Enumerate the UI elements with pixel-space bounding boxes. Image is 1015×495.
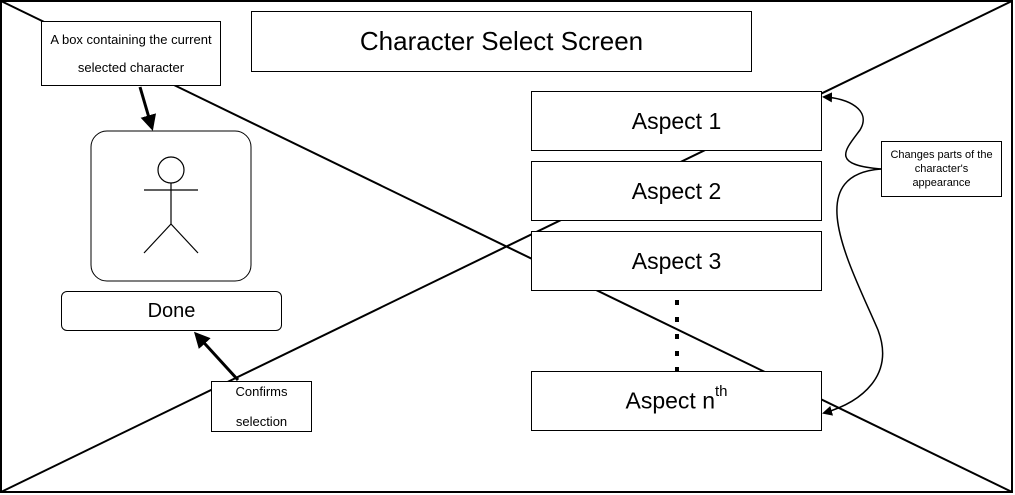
note-selected-character: A box containing the current selected ch… — [41, 21, 221, 86]
note-changes-appearance: Changes parts of the character's appeara… — [881, 141, 1002, 197]
ellipsis-dots — [675, 300, 679, 372]
done-button[interactable]: Done — [61, 291, 282, 331]
aspect-nth-label: Aspect nth — [625, 383, 728, 414]
arrow-note-to-portrait — [138, 86, 157, 131]
aspect-3-label: Aspect 3 — [631, 247, 722, 274]
arrow-note-to-done — [193, 331, 240, 382]
aspect-1-label: Aspect 1 — [631, 107, 722, 134]
aspect-2-button[interactable]: Aspect 2 — [531, 161, 822, 221]
aspect-3-button[interactable]: Aspect 3 — [531, 231, 822, 291]
screen-title: Character Select Screen — [251, 11, 752, 72]
stick-figure-icon — [143, 156, 199, 254]
note-confirms-selection: Confirms selection — [211, 381, 312, 432]
aspect-2-label: Aspect 2 — [631, 177, 722, 204]
arrow-note-to-aspect-1 — [822, 92, 882, 170]
arrow-note-to-aspect-n — [822, 168, 884, 416]
aspect-nth-button[interactable]: Aspect nth — [531, 371, 822, 431]
aspect-1-button[interactable]: Aspect 1 — [531, 91, 822, 151]
aspect-nth-superscript: th — [714, 383, 728, 401]
